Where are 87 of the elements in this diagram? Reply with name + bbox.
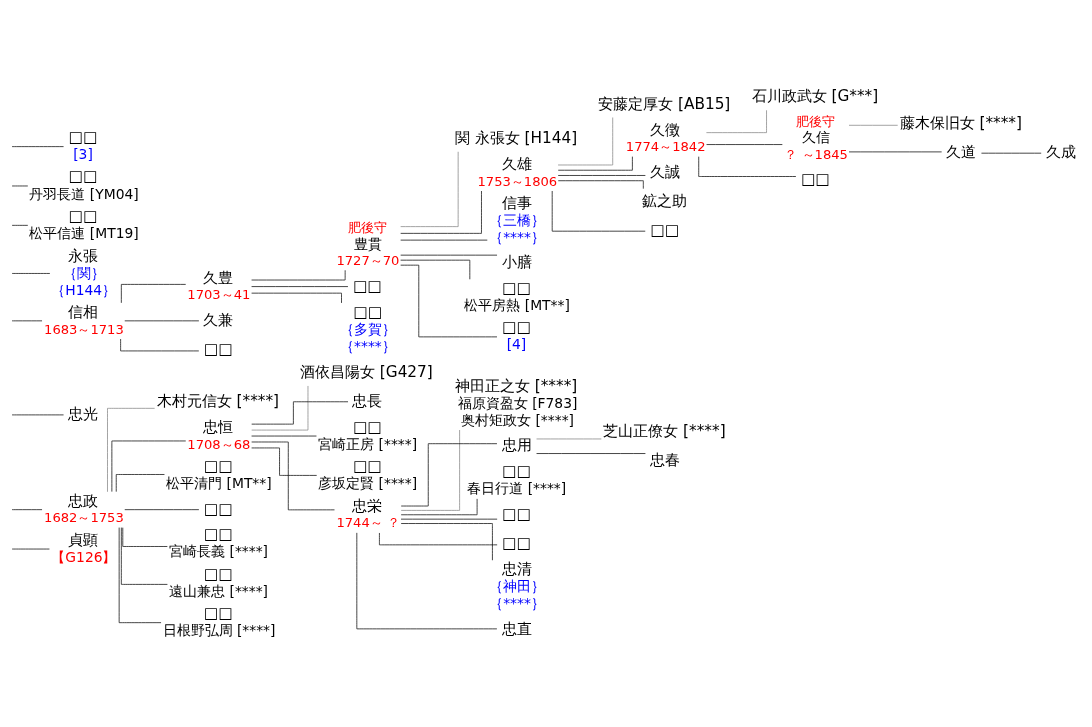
node-text: 忠栄 1744～ ？ <box>336 496 400 531</box>
node-label: [4] <box>506 336 527 353</box>
node-text: 忠長 <box>352 392 383 410</box>
node-text: □□ <box>801 170 831 189</box>
node-label: 【G126】 <box>51 548 117 565</box>
node-label: ｛****｝ <box>489 228 545 245</box>
connector <box>536 438 602 440</box>
node-text: □□ <box>353 303 383 322</box>
node-text: 石川政武女 [G***] <box>751 87 879 106</box>
node-text: □□ <box>502 505 532 523</box>
connector <box>400 429 460 511</box>
connector <box>251 441 335 511</box>
connector <box>379 532 498 546</box>
connector <box>706 144 783 145</box>
connector <box>706 109 767 133</box>
node-text: □□ 春日行道 [****] <box>467 461 567 497</box>
node-text: □□ 遠山兼忠 [****] <box>169 564 268 599</box>
connector <box>557 117 614 166</box>
node-label: ｛****｝ <box>489 595 545 612</box>
node-text: 鉱之助 <box>641 192 687 211</box>
node-text: □□ <box>353 276 383 295</box>
node-text: 関 永張女 [H144] <box>454 128 578 147</box>
node-text: □□ <box>502 534 532 553</box>
node-text: □□ 宮崎正房 [****] <box>318 417 418 452</box>
node-text: 藤木保旧女 [****] <box>899 114 1022 133</box>
node-label: ｛多賀｝ <box>340 321 397 338</box>
connector <box>400 523 493 561</box>
node-text: □□ 松平清門 [MT**] <box>166 456 272 491</box>
node-text: 芝山正僚女 [****] <box>603 421 726 440</box>
connector <box>400 443 498 507</box>
node-label: ｛関｝ <box>62 264 105 281</box>
node-text: 久誠 <box>649 163 680 182</box>
connector <box>251 385 309 431</box>
node-text: □□ <box>204 340 233 359</box>
node-label: ｛H144｝ <box>51 281 117 298</box>
connector <box>400 151 459 227</box>
connector <box>107 407 155 493</box>
node-text: 忠清 <box>501 560 532 579</box>
node-text: 忠用 <box>501 436 532 455</box>
connector <box>400 190 482 234</box>
node-text: 忠光 <box>68 405 99 424</box>
node-text: □□ 松平房熱 [MT**] <box>464 279 570 314</box>
connector <box>698 156 797 177</box>
node-text: 貞顕 <box>68 530 99 549</box>
node-text: 久道 <box>946 143 977 162</box>
node-label: [3] <box>73 146 93 163</box>
node-text: 久徴 1774～1842 <box>625 120 706 155</box>
node-text: 久豊 1703～41 <box>187 268 251 303</box>
node-text: □□ <box>204 499 233 518</box>
node-label: ｛神田｝ <box>489 578 546 595</box>
connector <box>251 286 349 287</box>
node-text: 安藤定厚女 [AB15] <box>598 94 731 113</box>
node-text: 酒依昌陽女 [G427] <box>299 362 433 381</box>
connector <box>251 447 318 476</box>
node-text: 信事 <box>501 193 532 212</box>
node-text: 忠恒 1708～68 <box>187 418 251 452</box>
node-text: 信相 1683～1713 <box>44 303 124 337</box>
connector <box>848 124 899 126</box>
node-text: □□ 日根野弘周 [****] <box>162 604 276 639</box>
node-text: □□ 宮崎長義 [****] <box>169 525 268 560</box>
connector <box>120 527 168 585</box>
node-text: 神田正之女 [****] 福原資盈女 [F783] 奥村矩政女 [****] <box>454 376 578 428</box>
node-text: □□ <box>650 221 680 240</box>
connector <box>251 292 342 304</box>
node-text: 久成 <box>1045 143 1076 162</box>
node-text: □□ 松平信連 [MT19] <box>29 206 139 241</box>
node-text: 忠直 <box>501 620 532 639</box>
connector <box>115 474 165 493</box>
node-label: ｛****｝ <box>340 337 396 354</box>
node-text: 忠政 1682～1753 <box>44 491 124 526</box>
node-text: 忠春 <box>649 451 680 470</box>
node-text: □□ 彦坂定賢 [****] <box>318 456 418 491</box>
connector <box>536 453 646 454</box>
node-text: 永張 <box>67 246 98 265</box>
node-text: 小膳 <box>501 253 532 272</box>
node-text: 肥後守 久信 ？ ～1845 <box>784 113 848 162</box>
node-text: □□ <box>68 128 98 147</box>
connector <box>557 175 646 176</box>
node-text: 肥後守 豊貫 1727～70 <box>336 220 400 269</box>
node-text: 木村元信女 [****] <box>156 392 280 410</box>
node-label: ｛三橋｝ <box>489 211 546 228</box>
connector <box>122 527 168 547</box>
node-text: 久雄 1753～1806 <box>477 155 558 189</box>
node-text: 久兼 <box>203 311 234 330</box>
connector <box>11 273 51 274</box>
node-text: □□ 丹羽長道 [YM04] <box>29 167 139 202</box>
node-text: □□ <box>502 318 532 337</box>
